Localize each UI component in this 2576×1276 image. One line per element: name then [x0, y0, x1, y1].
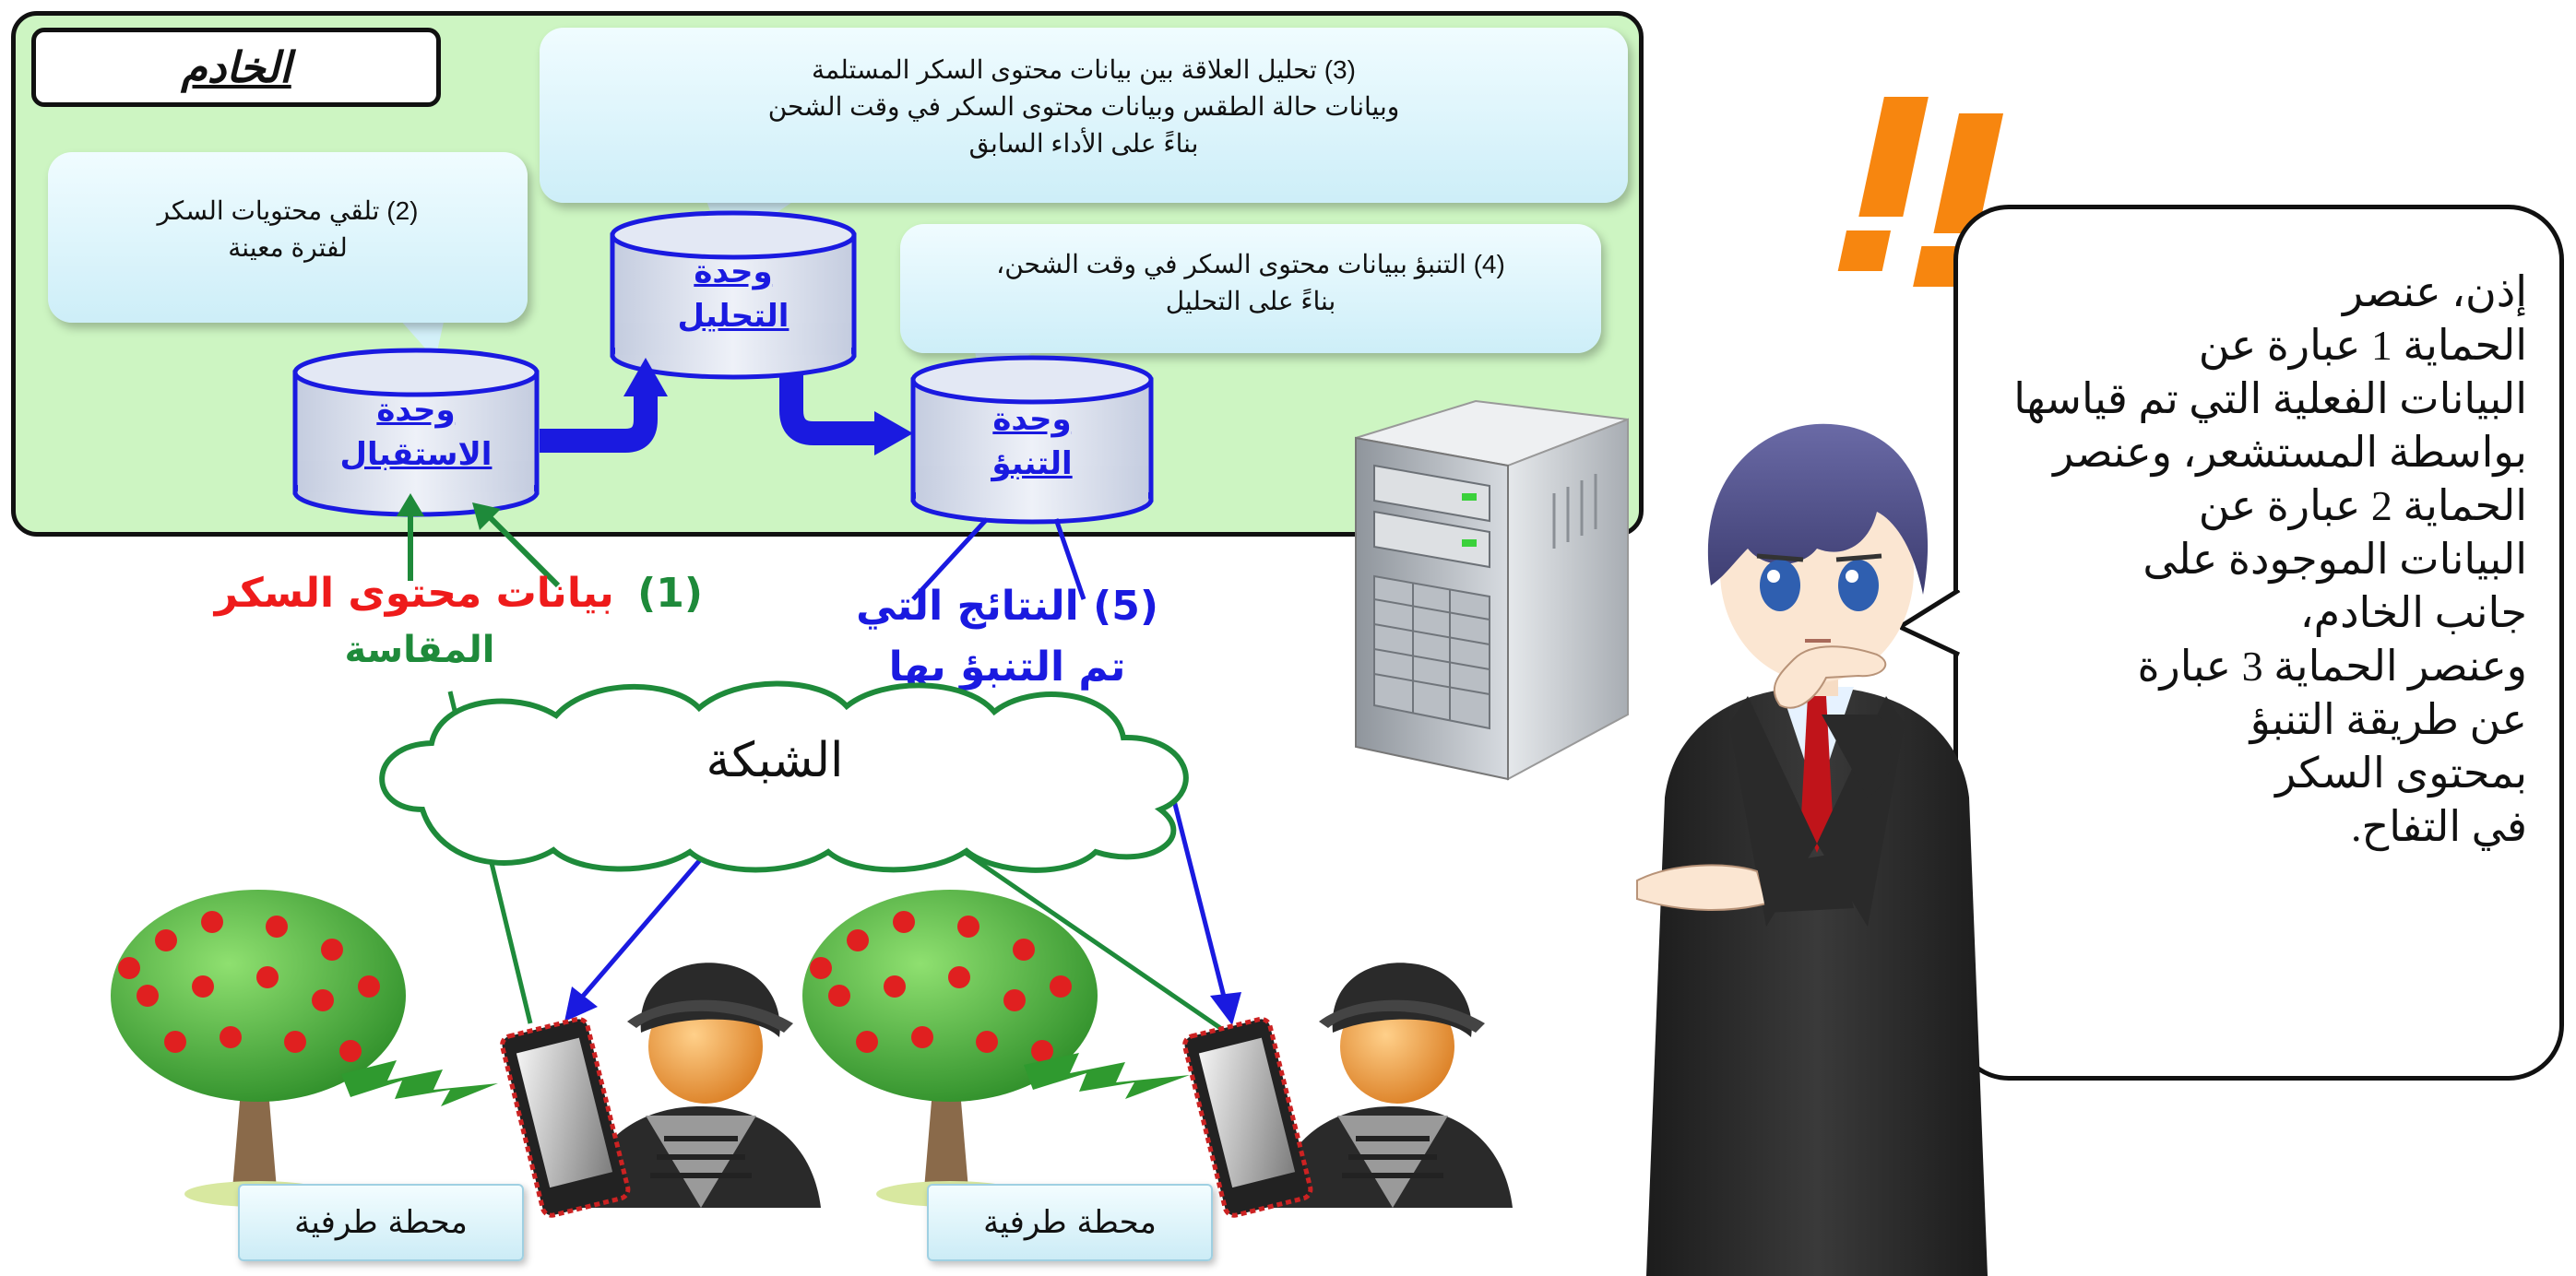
speech-line: إذن، عنصر — [2343, 268, 2527, 315]
character-illustration — [1636, 423, 1988, 1276]
smartphone-icon — [500, 1016, 631, 1218]
speech-line: وعنصر الحماية 3 عبارة — [2137, 643, 2527, 690]
person-icon — [1273, 963, 1513, 1208]
result-arrow-to-terminal — [577, 846, 712, 1002]
data-arrow-to-reception — [486, 514, 561, 588]
prediction-unit-cylinder — [910, 355, 1154, 525]
person-icon — [581, 963, 821, 1208]
speech-line: البيانات الموجودة على — [2143, 536, 2527, 583]
step5-line2: تم التنبؤ بها — [888, 644, 1126, 691]
prediction-unit: وحدة التنبؤ — [913, 396, 1151, 489]
bubble-step3: (3) تحليل العلاقة بين بيانات محتوى السكر… — [540, 28, 1628, 249]
analysis-unit-label-2: التحليل — [677, 298, 789, 335]
flow-arrow-reception-to-analysis — [540, 392, 658, 453]
step1-label: (1) بيانات محتوى السكر — [196, 570, 703, 617]
bubble-step4-line2: بناءً على التحليل — [1165, 287, 1336, 315]
bubble-step3-line2: وبيانات حالة الطقس وبيانات محتوى السكر ف… — [767, 92, 1400, 121]
step5-line1: (5) النتائج التي — [856, 583, 1158, 630]
step5-label: (5) النتائج التي تم التنبؤ بها — [841, 576, 1173, 698]
flow-arrow-analysis-to-prediction — [779, 373, 876, 445]
speech-line: عن طريقة التنبؤ — [2250, 696, 2527, 743]
server-tower-icon — [1355, 399, 1629, 781]
step1-text-red: بيانات محتوى السكر — [214, 570, 614, 617]
wireless-signal-icon — [341, 1060, 498, 1106]
network-label: الشبكة — [706, 733, 844, 788]
speech-line: الحماية 2 عبارة عن — [2198, 482, 2527, 529]
bubble-step4: (4) التنبؤ ببيانات محتوى السكر في وقت ال… — [900, 224, 1601, 385]
bubble-step2: (2) تلقي محتويات السكر لفترة معينة — [48, 152, 528, 360]
analysis-unit-label-1: وحدة — [694, 254, 773, 290]
bubble-step2-line1: (2) تلقي محتويات السكر — [157, 196, 419, 225]
result-arrowhead — [564, 987, 598, 1022]
bubble-step2-line2: لفترة معينة — [228, 233, 348, 262]
apple-tree-icon — [111, 890, 406, 1207]
reception-unit: وحدة الاستقبال — [295, 387, 537, 479]
reception-unit-label-1: وحدة — [376, 392, 456, 429]
step1-sub-label: المقاسة — [344, 629, 495, 671]
data-line — [930, 827, 1242, 1045]
server-title-box: الخادم — [31, 28, 441, 107]
result-line — [1053, 518, 1086, 600]
double-exclamation-icon — [1837, 97, 2004, 287]
speech-bubble-tail — [1900, 590, 1961, 657]
server-title: الخادم — [181, 42, 291, 92]
wireless-signal-icon — [1024, 1053, 1190, 1099]
prediction-unit-label-1: وحدة — [992, 401, 1072, 438]
terminal-label-right: محطة طرفية — [927, 1184, 1213, 1261]
speech-line: بمحتوى السكر — [2275, 750, 2527, 797]
flow-arrowhead — [874, 411, 913, 455]
bubble-step4-line1: (4) التنبؤ ببيانات محتوى السكر في وقت ال… — [996, 250, 1505, 278]
reception-unit-label-2: الاستقبال — [339, 436, 493, 473]
terminal-label-left: محطة طرفية — [238, 1184, 524, 1261]
speech-line: البيانات الفعلية التي تم قياسها — [2013, 375, 2527, 422]
step1-number: (1) — [637, 570, 703, 617]
analysis-unit-cylinder — [610, 210, 857, 380]
speech-line: جانب الخادم، — [2299, 589, 2527, 636]
data-arrowhead — [397, 493, 424, 516]
terminals-illustration — [111, 890, 1513, 1218]
speech-line: بواسطة المستشعر، وعنصر — [2053, 429, 2527, 476]
reception-unit-cylinder — [292, 348, 540, 517]
network-cloud — [379, 680, 1189, 873]
apple-tree-icon — [802, 890, 1098, 1207]
speech-line: في التفاح. — [2351, 803, 2527, 850]
bubble-step3-line1: (3) تحليل العلاقة بين بيانات محتوى السكر… — [812, 55, 1356, 84]
smartphone-icon — [1182, 1016, 1313, 1218]
result-line — [911, 517, 989, 601]
speech-text: إذن، عنصر الحماية 1 عبارة عن البيانات ال… — [1983, 266, 2527, 854]
bubble-step3-line3: بناءً على الأداء السابق — [968, 129, 1199, 158]
data-arrowhead — [472, 502, 501, 530]
server-flow-diagram — [292, 210, 1154, 525]
speech-line: الحماية 1 عبارة عن — [2198, 322, 2527, 369]
result-arrowhead — [1210, 992, 1241, 1025]
flow-arrowhead — [623, 358, 668, 396]
analysis-unit: وحدة التحليل — [612, 249, 854, 341]
prediction-unit-label-2: التنبؤ — [991, 445, 1073, 482]
